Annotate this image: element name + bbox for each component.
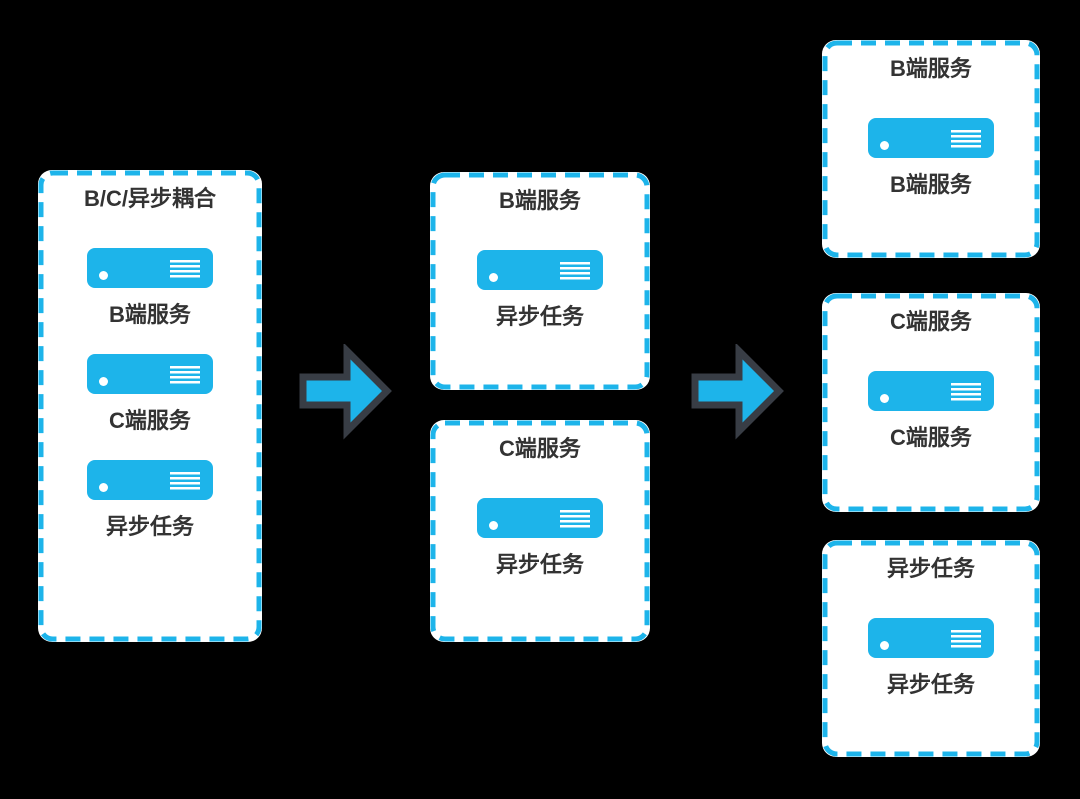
server-led-icon [880, 641, 889, 650]
service-label: B端服务 [890, 172, 972, 197]
service-item: C端服务 [868, 371, 994, 451]
server-led-icon [880, 141, 889, 150]
arrow-right-icon [299, 344, 392, 440]
server-led-icon [99, 377, 108, 386]
service-item: C端服务 [87, 354, 213, 434]
server-icon [87, 460, 213, 500]
server-vents-icon [951, 130, 981, 148]
server-icon [868, 371, 994, 411]
server-led-icon [880, 394, 889, 403]
stage2-box-c-service: C端服务 异步任务 [430, 420, 650, 642]
stage3-box-async-task: 异步任务 异步任务 [822, 540, 1040, 757]
stage3-box-c-service: C端服务 C端服务 [822, 293, 1040, 512]
stage1-box-coupled: B/C/异步耦合 B端服务 C端服务 异步任务 [38, 170, 262, 642]
server-led-icon [489, 273, 498, 282]
server-icon [87, 248, 213, 288]
service-label: C端服务 [109, 408, 191, 433]
server-icon [87, 354, 213, 394]
server-led-icon [99, 483, 108, 492]
box-title: 异步任务 [886, 556, 975, 581]
server-vents-icon [560, 262, 590, 280]
box-title: B/C/异步耦合 [83, 186, 216, 211]
service-label: 异步任务 [495, 304, 584, 329]
server-vents-icon [170, 366, 200, 384]
box-title: C端服务 [890, 309, 972, 334]
service-item: B端服务 [87, 248, 213, 328]
server-led-icon [489, 521, 498, 530]
server-vents-icon [951, 383, 981, 401]
service-item: 异步任务 [477, 498, 603, 578]
service-label: 异步任务 [105, 514, 194, 539]
server-led-icon [99, 271, 108, 280]
service-label: 异步任务 [886, 672, 975, 697]
server-vents-icon [560, 510, 590, 528]
box-title: C端服务 [499, 436, 581, 461]
arrow-right-icon [691, 344, 784, 440]
service-label: C端服务 [890, 425, 972, 450]
box-title: B端服务 [890, 56, 972, 81]
server-vents-icon [170, 472, 200, 490]
box-title: B端服务 [499, 188, 581, 213]
service-item: B端服务 [868, 118, 994, 198]
server-vents-icon [170, 260, 200, 278]
service-label: 异步任务 [495, 552, 584, 577]
server-vents-icon [951, 630, 981, 648]
service-item: 异步任务 [477, 250, 603, 330]
service-label: B端服务 [109, 302, 191, 327]
stage3-box-b-service: B端服务 B端服务 [822, 40, 1040, 258]
server-icon [868, 618, 994, 658]
server-icon [868, 118, 994, 158]
server-icon [477, 250, 603, 290]
service-item: 异步任务 [868, 618, 994, 698]
service-item: 异步任务 [87, 460, 213, 540]
stage2-box-b-service: B端服务 异步任务 [430, 172, 650, 390]
server-icon [477, 498, 603, 538]
